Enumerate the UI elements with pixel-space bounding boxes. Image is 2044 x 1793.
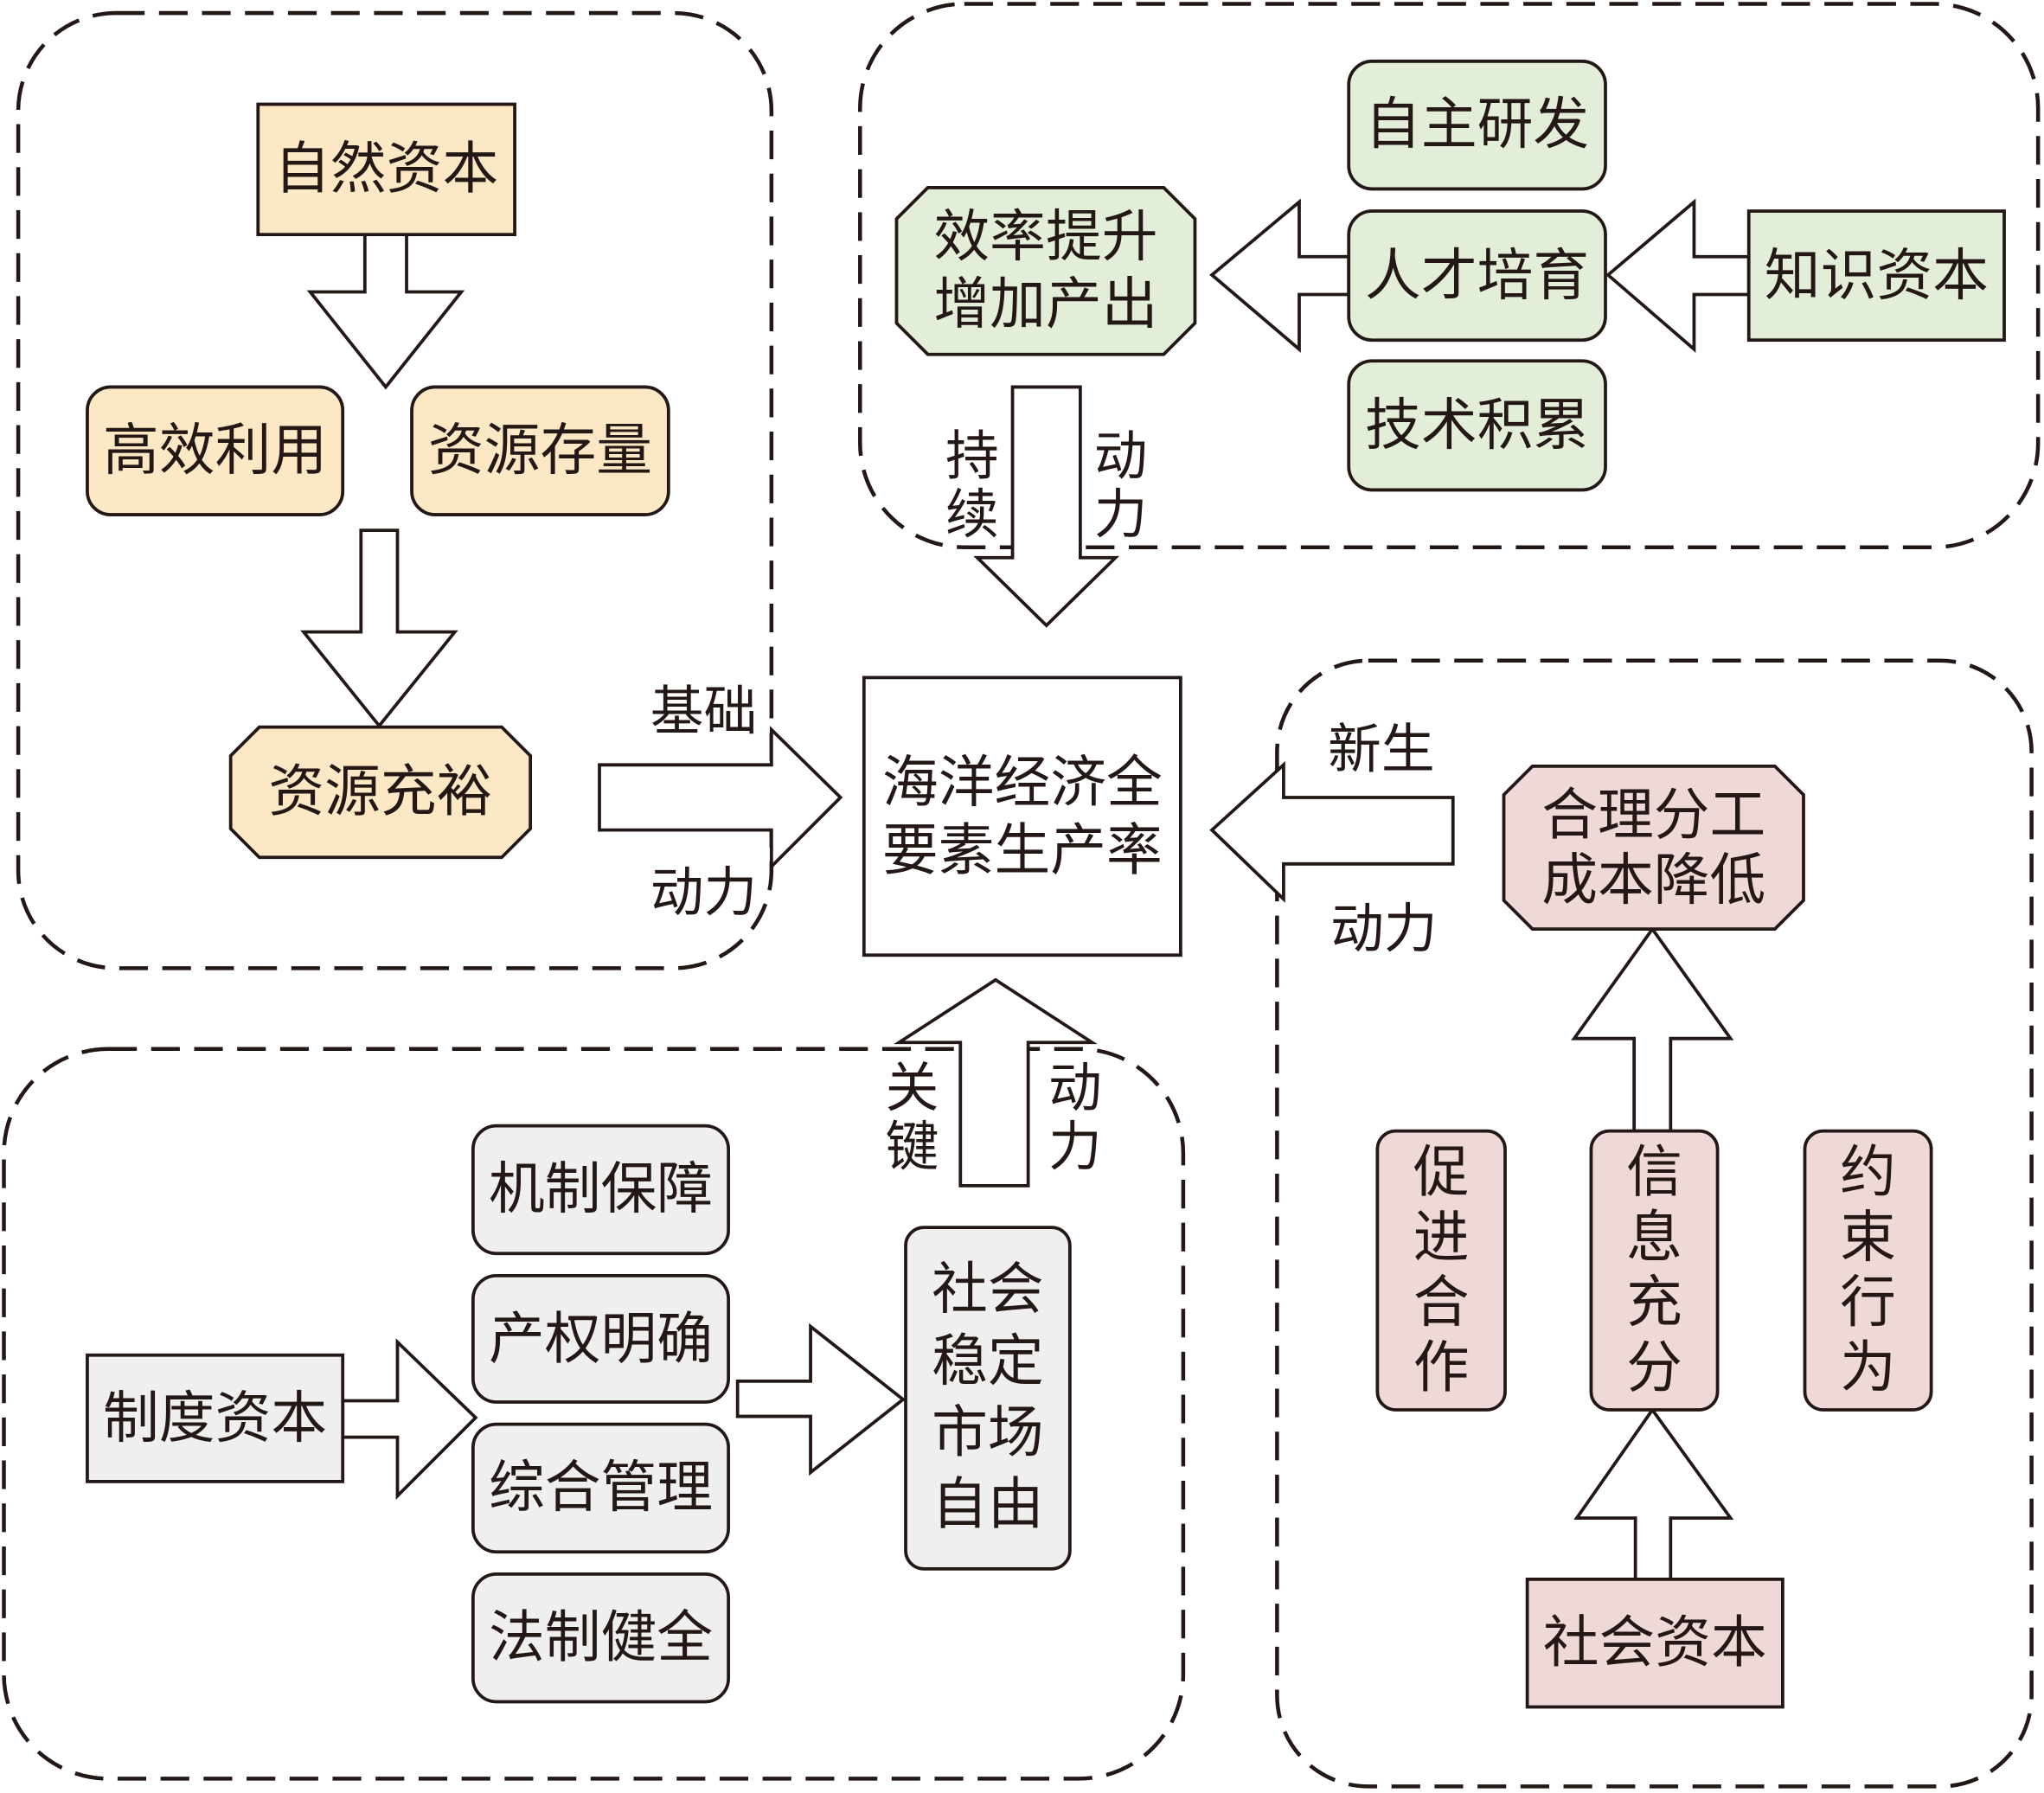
knowledge-result-line: 效率提升 xyxy=(933,204,1158,270)
natural-capital-box xyxy=(256,102,516,237)
knowledge-item-text: 技术积累 xyxy=(1365,393,1590,458)
core-line: 海洋经济全 xyxy=(881,749,1163,816)
knowledge-result-box xyxy=(894,186,1197,356)
institutional-item-label-management: 综合管理 xyxy=(473,1425,728,1553)
institutional-item-label-property: 产权明确 xyxy=(473,1276,728,1402)
arrow-down-knowledge-to-core xyxy=(973,385,1120,628)
institutional-item-label-legal: 法制健全 xyxy=(473,1574,728,1702)
natural-item-text: 资源存量 xyxy=(427,418,653,483)
social-item-box-cooperation xyxy=(1375,1129,1507,1412)
institutional-item-text: 机制保障 xyxy=(488,1156,714,1223)
natural-item-label-efficient-use: 高效利用 xyxy=(87,387,343,515)
arrow-down-natural-source xyxy=(306,233,465,390)
arrow-left-knowledge-items xyxy=(1209,198,1351,353)
knowledge-item-box-talent xyxy=(1347,209,1607,343)
knowledge-item-text: 自主研发 xyxy=(1365,92,1590,158)
natural-item-box-resource-stock xyxy=(410,385,670,516)
arrow-down-natural-items xyxy=(300,528,458,729)
social-link-label-top: 新生 xyxy=(1328,718,1435,781)
social-item-label-constraint: 约束行为 xyxy=(1805,1131,1932,1410)
knowledge-result-label: 效率提升 增加产出 xyxy=(896,188,1195,355)
arrow-right-natural-to-core xyxy=(598,726,843,871)
social-item-text: 约束行为 xyxy=(1840,1140,1896,1401)
social-item-box-information xyxy=(1589,1129,1720,1412)
social-item-label-cooperation: 促进合作 xyxy=(1377,1131,1505,1410)
social-result-label: 合理分工 成本降低 xyxy=(1504,766,1804,929)
institutional-item-box-property xyxy=(471,1273,731,1404)
institutional-result-label: 社会 稳定 市场 自由 xyxy=(906,1227,1070,1569)
knowledge-link-label-left: 持续 xyxy=(945,425,999,547)
social-item-box-constraint xyxy=(1803,1129,1933,1412)
institutional-result-line: 自由 xyxy=(932,1472,1044,1538)
institutional-item-text: 法制健全 xyxy=(488,1605,714,1671)
natural-capital-region xyxy=(16,10,774,970)
institutional-result-box xyxy=(904,1226,1072,1571)
knowledge-link-label-right: 动力 xyxy=(1093,425,1148,547)
arrow-up-social-items xyxy=(1571,925,1734,1133)
arrow-right-institutional-items xyxy=(735,1322,907,1476)
institutional-capital-region xyxy=(2,1047,1186,1781)
natural-link-label-top: 基础 xyxy=(650,680,758,743)
knowledge-capital-label: 知识资本 xyxy=(1749,211,2004,340)
institutional-item-text: 综合管理 xyxy=(488,1455,714,1521)
knowledge-item-label-tech: 技术积累 xyxy=(1349,361,1605,490)
natural-capital-text: 自然资本 xyxy=(274,137,499,202)
institutional-capital-box xyxy=(86,1353,345,1483)
social-link-label-bottom: 动力 xyxy=(1330,897,1438,961)
knowledge-item-box-rd xyxy=(1347,59,1607,191)
knowledge-item-text: 人才培育 xyxy=(1365,242,1590,309)
institutional-result-line: 社会 xyxy=(932,1257,1044,1323)
institutional-item-text: 产权明确 xyxy=(488,1306,714,1372)
arrow-up-social-source xyxy=(1573,1406,1734,1581)
arrow-left-social-to-core xyxy=(1209,761,1455,903)
arrow-left-knowledge-source xyxy=(1605,198,1751,353)
arrow-up-institutional-to-core xyxy=(894,977,1098,1188)
institutional-link-label-right: 动力 xyxy=(1048,1056,1102,1178)
core-label: 海洋经济全 要素生产率 xyxy=(864,677,1181,955)
social-item-text: 促进合作 xyxy=(1413,1140,1470,1401)
core-line: 要素生产率 xyxy=(881,817,1163,883)
institutional-capital-label: 制度资本 xyxy=(87,1355,343,1482)
knowledge-result-line: 增加产出 xyxy=(933,272,1158,338)
institutional-result-line: 市场 xyxy=(932,1400,1044,1466)
social-item-label-information: 信息充分 xyxy=(1591,1131,1717,1410)
social-result-line: 合理分工 xyxy=(1541,782,1766,848)
knowledge-capital-region xyxy=(858,2,2041,549)
knowledge-item-label-rd: 自主研发 xyxy=(1349,61,1605,189)
social-item-text: 信息充分 xyxy=(1626,1140,1682,1401)
natural-result-label: 资源充裕 xyxy=(231,727,530,858)
social-capital-box xyxy=(1525,1577,1784,1709)
natural-item-box-efficient-use xyxy=(86,385,345,516)
institutional-item-box-legal xyxy=(471,1572,731,1704)
knowledge-item-box-tech xyxy=(1347,359,1607,492)
knowledge-capital-text: 知识资本 xyxy=(1764,242,1989,309)
institutional-result-line: 稳定 xyxy=(932,1329,1044,1394)
social-result-box xyxy=(1502,764,1805,932)
social-result-line: 成本降低 xyxy=(1541,847,1766,913)
institutional-item-box-management xyxy=(471,1422,731,1554)
natural-link-label-bottom: 动力 xyxy=(650,861,758,925)
social-capital-text: 社会资本 xyxy=(1542,1610,1767,1676)
natural-capital-label: 自然资本 xyxy=(258,105,515,235)
arrow-right-institutional-source xyxy=(341,1338,478,1501)
institutional-item-label-mechanism: 机制保障 xyxy=(473,1126,728,1254)
natural-result-box xyxy=(228,725,533,860)
natural-item-label-resource-stock: 资源存量 xyxy=(412,387,669,515)
institutional-item-box-mechanism xyxy=(471,1124,731,1256)
knowledge-capital-box xyxy=(1746,209,2006,343)
natural-item-text: 高效利用 xyxy=(103,418,328,483)
social-capital-region xyxy=(1275,658,2034,1789)
knowledge-item-label-talent: 人才培育 xyxy=(1349,211,1605,340)
institutional-capital-text: 制度资本 xyxy=(103,1386,328,1451)
social-capital-label: 社会资本 xyxy=(1528,1579,1783,1707)
core-box xyxy=(862,676,1182,957)
natural-result-text: 资源充裕 xyxy=(268,759,493,825)
institutional-link-label-left: 关键 xyxy=(885,1056,939,1178)
